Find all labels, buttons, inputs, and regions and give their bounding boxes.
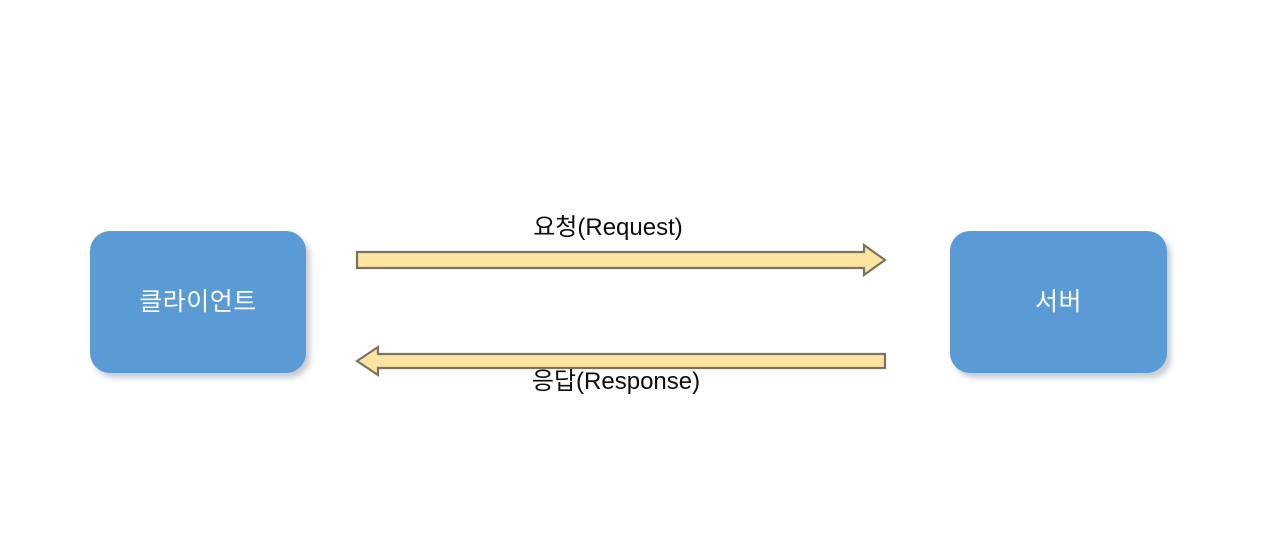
response-arrow[interactable] [355, 344, 887, 378]
request-arrow-label: 요청(Request) [533, 214, 683, 241]
server-node[interactable]: 서버 [950, 231, 1167, 373]
response-arrow-label: 응답(Response) [531, 368, 701, 395]
client-node[interactable]: 클라이언트 [90, 231, 306, 373]
response-arrow-shape [355, 344, 887, 378]
request-arrow[interactable] [355, 242, 887, 279]
server-node-label: 서버 [1034, 287, 1082, 316]
client-node-label: 클라이언트 [139, 287, 257, 316]
request-arrow-shape [355, 242, 887, 278]
